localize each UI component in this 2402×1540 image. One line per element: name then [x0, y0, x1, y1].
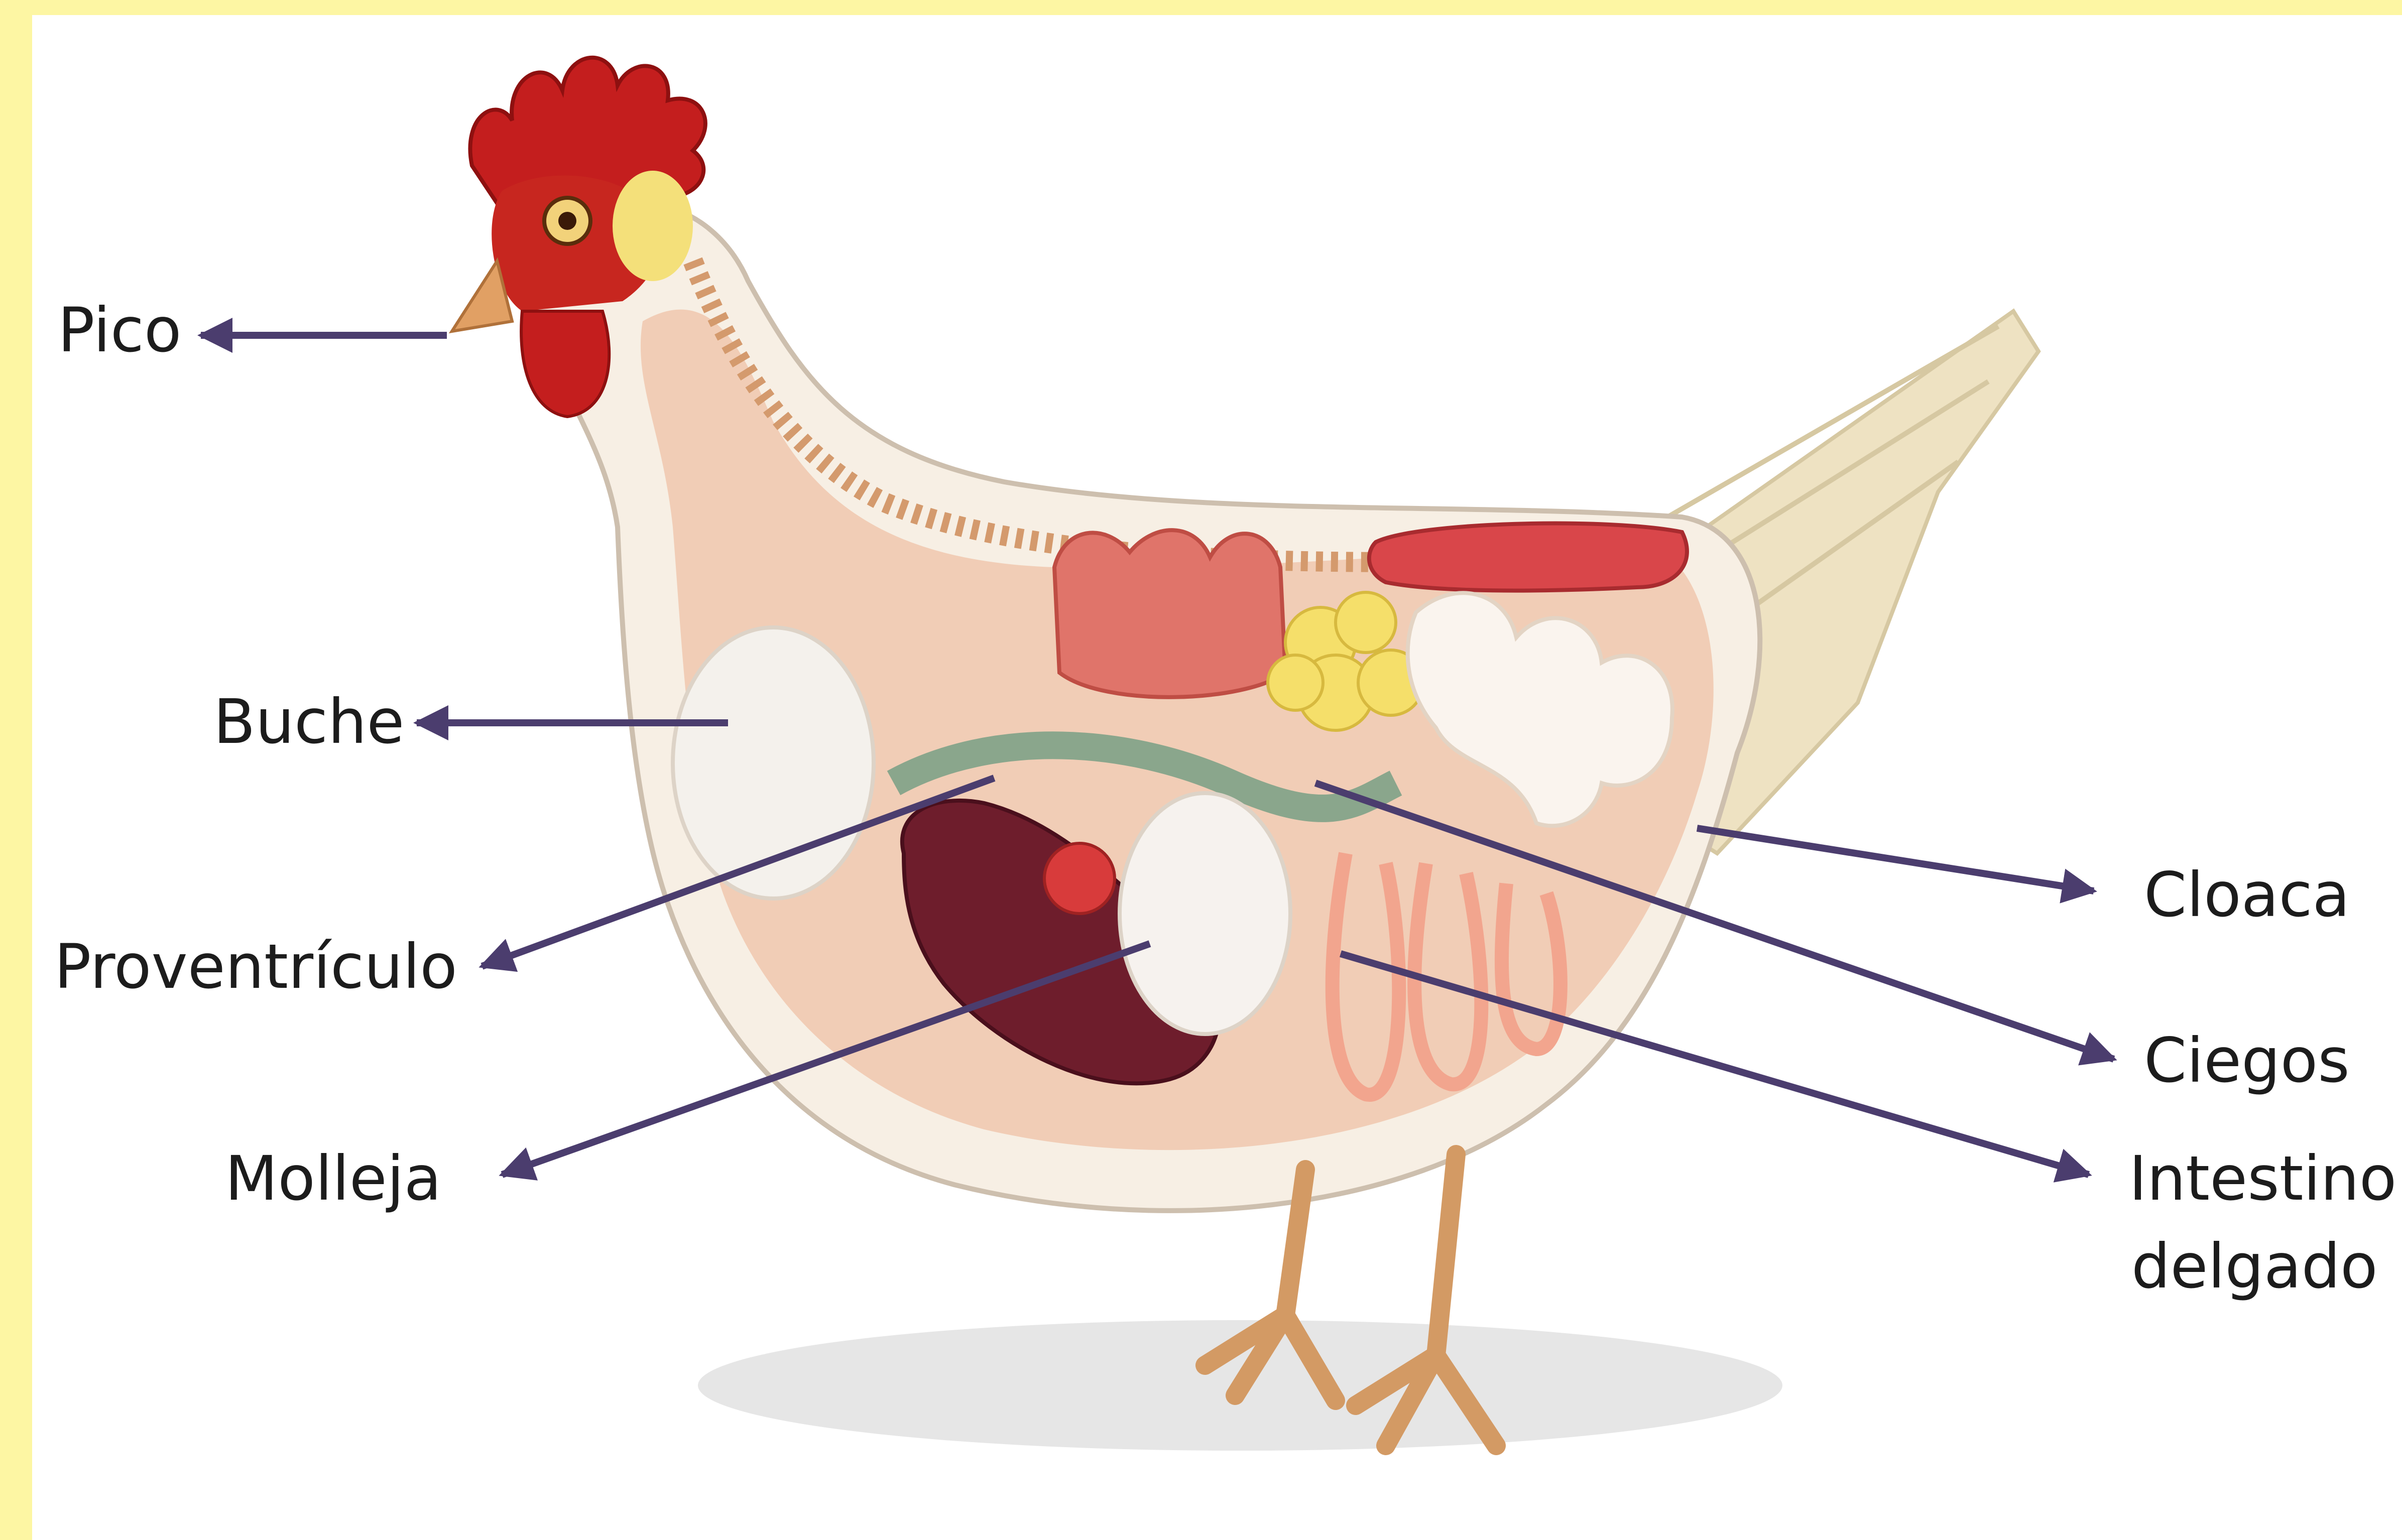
label-ciegos: Ciegos [2144, 1025, 2350, 1096]
kidney-organ [1369, 524, 1687, 591]
pointer-cloaca [1697, 828, 2094, 891]
lungs [1054, 530, 1285, 697]
heart-organ [1044, 843, 1115, 914]
liver-lobe [1120, 793, 1290, 1034]
label-pico: Pico [58, 295, 182, 366]
label-buche: Buche [213, 686, 404, 757]
ear-patch [613, 171, 693, 281]
label-proventriculo: Proventrículo [54, 931, 457, 1002]
wattle [521, 311, 609, 417]
label-intestino-line2: delgado [2131, 1231, 2378, 1302]
label-intestino-line1: Intestino [2129, 1143, 2396, 1214]
label-molleja: Molleja [225, 1143, 441, 1214]
label-cloaca: Cloaca [2144, 859, 2350, 931]
